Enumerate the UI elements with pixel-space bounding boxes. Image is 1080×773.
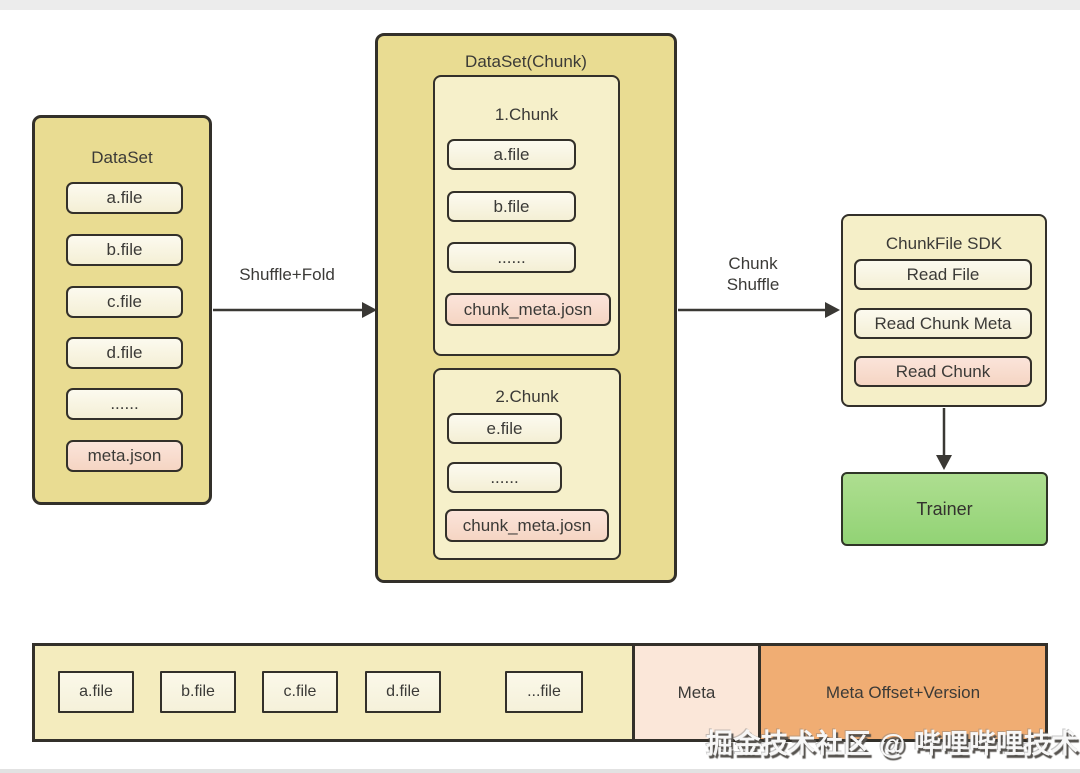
chunk1-item-b-file: b.file — [447, 191, 576, 222]
bar-file-ellipsis: ...file — [505, 671, 583, 713]
dataset-item-c-file: c.file — [66, 286, 183, 318]
bar-file-a: a.file — [58, 671, 134, 713]
chunk1-title: 1.Chunk — [494, 105, 559, 124]
chunk1-item-a-file: a.file — [447, 139, 576, 170]
dataset-item-d-file: d.file — [66, 337, 183, 369]
chunk1-item-ellipsis: ...... — [447, 242, 576, 273]
dataset-item-meta-json: meta.json — [66, 440, 183, 472]
bar-meta-offset-version-section: Meta Offset+Version — [758, 646, 1045, 739]
bar-file-d: d.file — [365, 671, 441, 713]
dataset-item-ellipsis: ...... — [66, 388, 183, 420]
sdk-to-trainer-arrow — [936, 408, 952, 470]
chunk-shuffle-label-line2: Shuffle — [726, 275, 780, 294]
shuffle-fold-arrow — [213, 302, 377, 318]
chunk-dataset-box-title: DataSet(Chunk) — [465, 52, 587, 71]
chunk1-item-chunk-meta: chunk_meta.josn — [445, 293, 611, 326]
sdk-box: ChunkFile SDK Read File Read Chunk Meta … — [841, 214, 1047, 407]
file-layout-bar: a.file b.file c.file d.file ...file Meta… — [32, 643, 1048, 742]
bar-file-c: c.file — [262, 671, 338, 713]
dataset-item-b-file: b.file — [66, 234, 183, 266]
sdk-item-read-chunk: Read Chunk — [854, 356, 1032, 387]
bar-meta-section: Meta — [632, 646, 758, 739]
bottom-edge-strip — [0, 769, 1080, 773]
chunk2-title: 2.Chunk — [495, 387, 559, 406]
dataset-box: DataSet a.file b.file c.file d.file ....… — [32, 115, 212, 505]
shuffle-fold-arrow-label: Shuffle+Fold — [239, 265, 335, 284]
sdk-item-read-file: Read File — [854, 259, 1032, 290]
chunk2-item-ellipsis: ...... — [447, 462, 562, 493]
chunk-dataset-box: DataSet(Chunk) 1.Chunk a.file b.file ...… — [375, 33, 677, 583]
chunk-shuffle-label-line1: Chunk — [728, 254, 778, 273]
chunk1-box: 1.Chunk a.file b.file ...... chunk_meta.… — [433, 75, 620, 356]
sdk-item-read-chunk-meta: Read Chunk Meta — [854, 308, 1032, 339]
dataset-box-title: DataSet — [91, 148, 153, 167]
top-edge-strip — [0, 0, 1080, 10]
chunk-shuffle-arrow-label: Chunk Shuffle — [703, 253, 803, 295]
bar-file-b: b.file — [160, 671, 236, 713]
trainer-box: Trainer — [841, 472, 1048, 546]
chunk2-item-chunk-meta: chunk_meta.josn — [445, 509, 609, 542]
sdk-box-title: ChunkFile SDK — [885, 234, 1003, 253]
bar-files-section: a.file b.file c.file d.file ...file — [35, 646, 632, 739]
chunk-shuffle-arrow — [678, 302, 840, 318]
chunk2-box: 2.Chunk e.file ...... chunk_meta.josn — [433, 368, 621, 560]
dataset-item-a-file: a.file — [66, 182, 183, 214]
watermark-text: 掘金技术社区 @ 哔哩哔哩技术 — [706, 729, 1079, 759]
chunk2-item-e-file: e.file — [447, 413, 562, 444]
